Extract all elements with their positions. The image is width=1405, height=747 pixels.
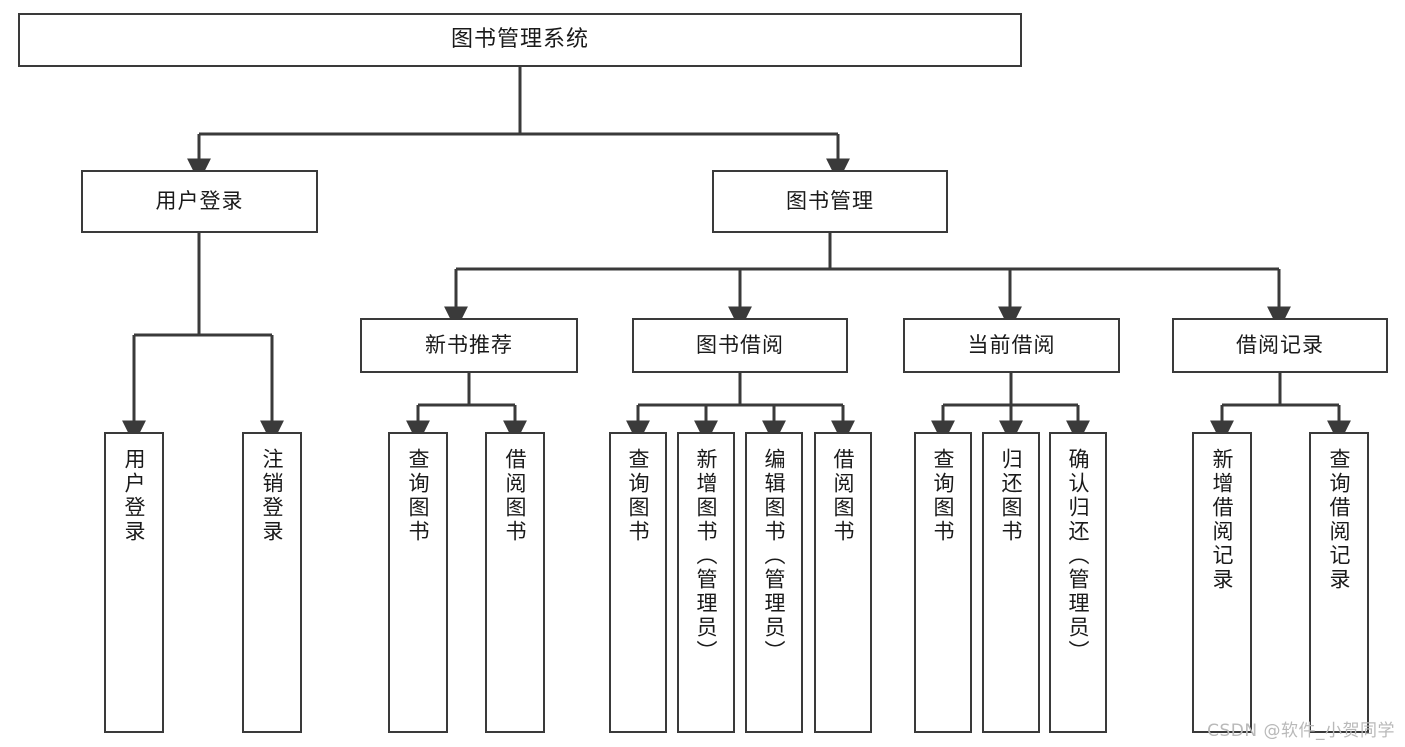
- node-user-login[interactable]: 用户登录: [81, 170, 318, 233]
- node-label: 查询图书: [626, 448, 651, 544]
- leaf-record-query-record[interactable]: 查询借阅记录: [1309, 432, 1369, 733]
- node-label: 用户登录: [155, 188, 244, 213]
- leaf-borrow-edit-book-admin[interactable]: 编辑图书（管理员）: [745, 432, 803, 733]
- node-label: 图书借阅: [696, 332, 784, 357]
- leaf-recommend-borrow-book[interactable]: 借阅图书: [485, 432, 545, 733]
- node-root-system[interactable]: 图书管理系统: [18, 13, 1022, 67]
- node-label: 归还图书: [999, 448, 1024, 544]
- node-label: 新增借阅记录: [1210, 448, 1235, 592]
- leaf-current-query-book[interactable]: 查询图书: [914, 432, 972, 733]
- leaf-user-login[interactable]: 用户登录: [104, 432, 164, 733]
- leaf-record-add-record[interactable]: 新增借阅记录: [1192, 432, 1252, 733]
- leaf-user-logout[interactable]: 注销登录: [242, 432, 302, 733]
- leaf-current-confirm-return-admin[interactable]: 确认归还（管理员）: [1049, 432, 1107, 733]
- node-label: 查询借阅记录: [1327, 448, 1352, 592]
- node-label: 图书管理: [786, 188, 874, 213]
- leaf-borrow-add-book-admin[interactable]: 新增图书（管理员）: [677, 432, 735, 733]
- node-label: 当前借阅: [967, 332, 1056, 357]
- node-label: 注销登录: [260, 448, 285, 544]
- node-label: 查询图书: [406, 448, 431, 544]
- node-label: 用户登录: [122, 448, 147, 544]
- node-label: 确认归还（管理员）: [1066, 448, 1091, 664]
- node-label: 查询图书: [931, 448, 956, 544]
- node-label: 借阅记录: [1236, 332, 1324, 357]
- leaf-borrow-query-book[interactable]: 查询图书: [609, 432, 667, 733]
- node-book-management[interactable]: 图书管理: [712, 170, 948, 233]
- node-label: 新书推荐: [425, 332, 513, 357]
- node-label: 图书管理系统: [450, 26, 589, 52]
- leaf-borrow-borrow-book[interactable]: 借阅图书: [814, 432, 872, 733]
- node-label: 借阅图书: [503, 448, 528, 544]
- node-new-book-recommend[interactable]: 新书推荐: [360, 318, 578, 373]
- node-book-borrow[interactable]: 图书借阅: [632, 318, 848, 373]
- node-current-borrow[interactable]: 当前借阅: [903, 318, 1120, 373]
- leaf-current-return-book[interactable]: 归还图书: [982, 432, 1040, 733]
- node-borrow-record[interactable]: 借阅记录: [1172, 318, 1388, 373]
- node-label: 借阅图书: [831, 448, 856, 544]
- leaf-recommend-query-book[interactable]: 查询图书: [388, 432, 448, 733]
- watermark-text: CSDN @软件_小贺同学: [1207, 721, 1395, 741]
- node-label: 新增图书（管理员）: [694, 448, 719, 664]
- node-label: 编辑图书（管理员）: [762, 448, 787, 664]
